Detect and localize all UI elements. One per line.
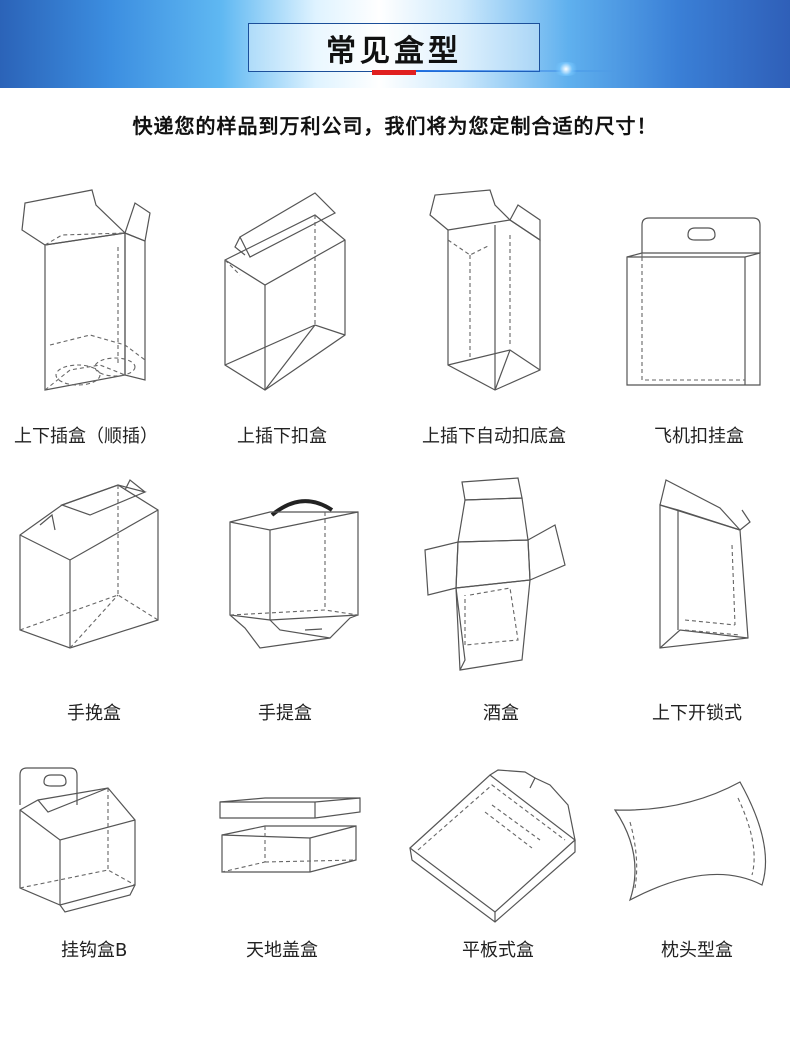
box-label: 飞机扣挂盒 (654, 426, 744, 447)
box-illustration-hanger-tuck (626, 217, 761, 386)
box-label: 挂钩盒B (61, 940, 128, 961)
title-box: 常见盒型 (248, 23, 540, 72)
box-illustration-top-bottom-lock (659, 479, 751, 649)
box-label: 枕头型盒 (661, 940, 733, 961)
box-illustration-tuck-end (21, 189, 151, 391)
box-illustration-flat-box (409, 769, 576, 923)
box-illustration-hand-carry (19, 479, 159, 649)
box-illustration-handle-box (229, 499, 359, 649)
title-underline-red (372, 70, 416, 75)
box-label: 上插下扣盒 (237, 426, 327, 447)
box-label: 天地盖盒 (246, 940, 318, 961)
box-label: 酒盒 (483, 703, 519, 724)
title-underline-blue (416, 70, 616, 72)
box-label: 平板式盒 (462, 940, 534, 961)
subtitle: 快递您的样品到万利公司，我们将为您定制合适的尺寸！ (132, 114, 658, 138)
box-label: 上下插盒（顺插） (14, 426, 158, 447)
box-illustration-pillow-box (613, 781, 767, 902)
light-glow (552, 62, 580, 76)
box-label: 上插下自动扣底盒 (422, 426, 566, 447)
box-label: 手挽盒 (67, 703, 121, 724)
box-illustration-auto-lock-bottom (429, 189, 541, 391)
box-label: 手提盒 (258, 703, 312, 724)
box-illustration-tuck-top-lock-bottom (224, 192, 346, 391)
box-illustration-wine-box (424, 477, 566, 671)
box-illustration-lid-and-base (219, 797, 361, 873)
box-label: 上下开锁式 (652, 703, 742, 724)
page-title: 常见盒型 (326, 33, 462, 69)
box-illustration-hook-box-b (19, 767, 136, 913)
